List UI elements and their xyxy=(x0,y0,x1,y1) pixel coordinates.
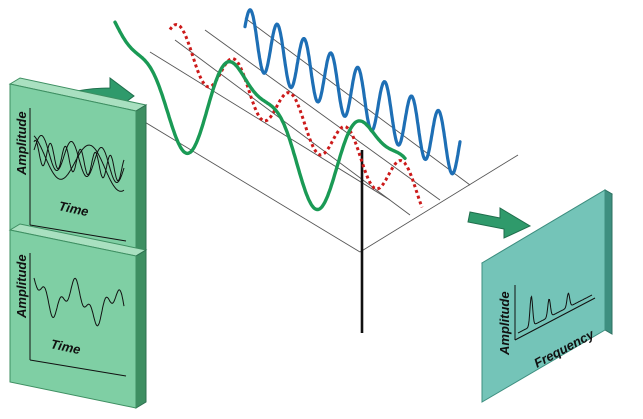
green-composite-wave xyxy=(113,20,407,212)
y-axis-label: Amplitude xyxy=(14,111,29,176)
y-axis-label: Amplitude xyxy=(497,291,512,356)
grid-line-depth xyxy=(359,154,519,253)
grid-line-2 xyxy=(149,51,391,201)
x-axis-label: Time xyxy=(49,336,82,357)
blue-wave xyxy=(243,8,462,176)
time-panel-bottom: Amplitude Time xyxy=(8,223,148,409)
grid-line-4 xyxy=(204,29,441,201)
wave-grid xyxy=(94,17,519,253)
y-axis-label: Amplitude xyxy=(14,254,29,319)
red-dotted-wave xyxy=(168,23,424,208)
frequency-spectrum xyxy=(517,292,593,334)
x-axis-label: Time xyxy=(57,198,90,219)
time-panel-top: Amplitude Time xyxy=(8,77,148,275)
arrow-right-icon xyxy=(467,207,532,239)
grid-line-3 xyxy=(174,39,411,216)
